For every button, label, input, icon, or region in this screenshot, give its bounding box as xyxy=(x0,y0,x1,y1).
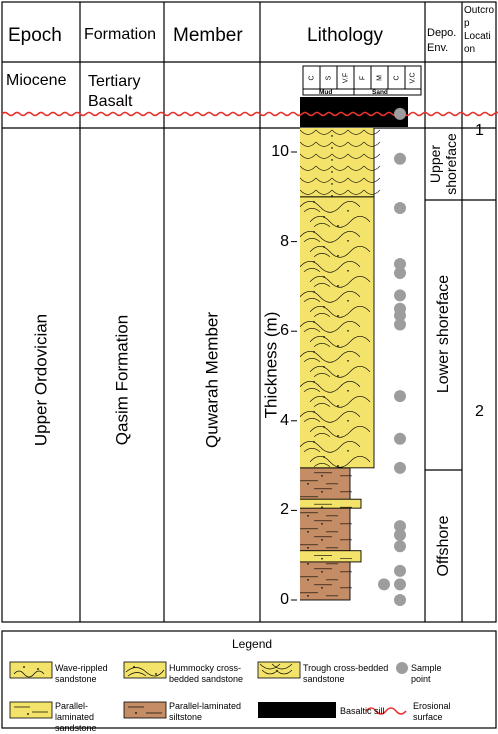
axis-tick-label: 2 xyxy=(280,501,289,519)
layer-0 xyxy=(300,467,352,601)
sample-point xyxy=(394,564,406,577)
legend-label-plam-sand: Parallel-laminated sandstone xyxy=(55,701,97,733)
header-formation: Formation xyxy=(84,26,157,43)
header-epoch: Epoch xyxy=(8,25,62,46)
thickness-axis xyxy=(291,151,297,601)
layer-2 xyxy=(300,498,362,509)
legend-label-erosion: Erosional surface xyxy=(413,701,451,722)
epoch-miocene: Miocene xyxy=(6,72,67,89)
legend-swatch-plam-sand xyxy=(9,701,53,719)
sample-point xyxy=(394,107,406,120)
log-table-frame xyxy=(1,1,497,623)
env-lower-shoreface: Lower shoreface xyxy=(435,274,452,394)
layer-4 xyxy=(300,128,381,198)
legend-swatch-erosion xyxy=(365,707,407,715)
sample-point xyxy=(394,289,406,302)
grain-group-mud: Mud xyxy=(319,89,333,96)
lithology-column xyxy=(300,128,381,601)
legend-label-wave: Wave-rippled sandstone xyxy=(55,663,108,684)
sample-point xyxy=(394,540,406,553)
sample-point xyxy=(394,302,406,315)
sample-point xyxy=(394,258,406,270)
axis-label-thickness: Thickness (m) xyxy=(261,311,281,419)
sample-point xyxy=(394,520,406,533)
axis-tick-label: 0 xyxy=(280,591,289,608)
legend-label-trough: Trough cross-bedded sandstone xyxy=(303,663,389,684)
env-offshore: Offshore xyxy=(435,515,452,577)
axis-tick-label: 10 xyxy=(271,143,289,160)
legend-swatch-sample xyxy=(396,662,408,674)
legend-label-basalt: Basaltic sill xyxy=(340,706,385,716)
legend-frame xyxy=(1,630,497,729)
legend-label-hummocky: Hummocky cross-bedded sandstone xyxy=(169,663,244,684)
formation-qasim: Qasim Formation xyxy=(112,314,132,446)
legend-swatch-plam-silt xyxy=(123,701,167,719)
layer-3 xyxy=(300,196,375,469)
erosional-surface xyxy=(1,111,498,117)
layer-1 xyxy=(300,550,362,563)
legend-title: Legend xyxy=(232,637,273,651)
legend-label-sample: Sample point xyxy=(411,663,442,684)
header-member: Member xyxy=(173,25,243,46)
legend-swatch-hummocky xyxy=(123,661,167,679)
header-outcrop-location: Outcrop Location xyxy=(464,5,495,55)
sample-point xyxy=(394,202,406,214)
sample-point xyxy=(394,266,406,279)
grain-label-c-coarse: C xyxy=(393,75,401,81)
legend-swatch-trough xyxy=(257,661,301,679)
grain-size-scale xyxy=(302,65,422,96)
outcrop-location-2: 2 xyxy=(475,403,484,420)
outcrop-location-1: 1 xyxy=(475,122,484,139)
sample-points xyxy=(378,107,406,606)
axis-tick-label: 4 xyxy=(280,411,289,429)
env-upper-shoreface: Upper shoreface xyxy=(427,133,459,195)
legend-swatches xyxy=(9,661,408,719)
header-lithology: Lithology xyxy=(307,25,384,46)
formation-tertiary-basalt: Tertiary Basalt xyxy=(88,73,141,110)
sample-point xyxy=(394,529,406,542)
sample-point xyxy=(394,432,406,445)
grain-label-s-silt: S xyxy=(325,75,333,81)
header-depo-env: Depo. Env. xyxy=(427,27,457,54)
grain-label-c-clay: C xyxy=(308,75,316,81)
epoch-upper-ordovician: Upper Ordovician xyxy=(31,313,51,447)
member-quwarah: Quwarah Member xyxy=(202,311,222,449)
grain-group-sand: Sand xyxy=(372,89,388,96)
sample-point xyxy=(394,390,406,403)
grain-label-f: F xyxy=(359,75,367,81)
grain-label-m: M xyxy=(376,75,384,81)
sample-point xyxy=(394,152,406,165)
sample-point xyxy=(394,318,406,331)
sample-point xyxy=(378,578,390,591)
legend-swatch-basalt xyxy=(258,702,336,718)
sample-point xyxy=(394,594,406,606)
legend-swatch-wave xyxy=(9,661,53,679)
grain-label-vc: V.C xyxy=(409,72,417,84)
sample-point xyxy=(394,578,406,591)
sample-point xyxy=(394,461,406,474)
grain-label-vf: V.F xyxy=(342,72,350,84)
legend-label-plam-silt: Parallel-laminated siltstone xyxy=(169,701,242,722)
axis-tick-label: 8 xyxy=(280,232,289,250)
axis-tick-label: 6 xyxy=(280,322,289,340)
